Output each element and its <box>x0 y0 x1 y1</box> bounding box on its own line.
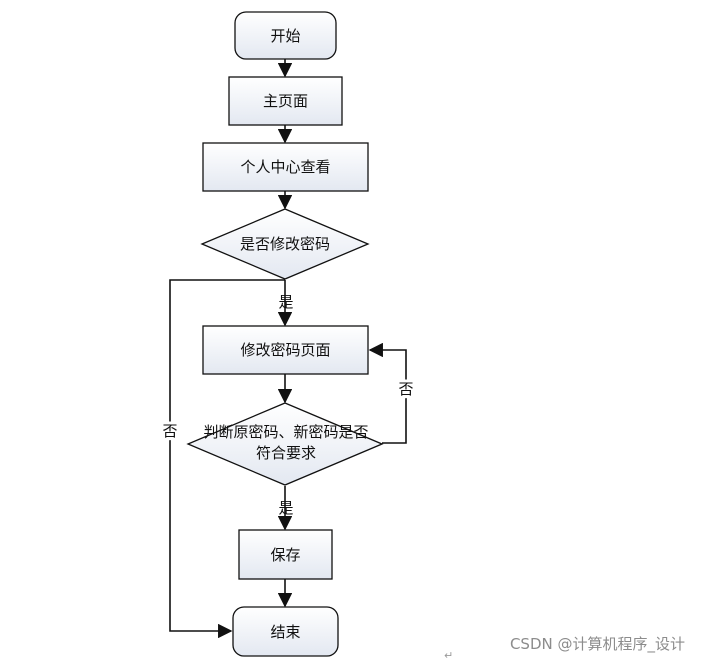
node-save: 保存 <box>238 529 333 580</box>
save-label: 保存 <box>270 546 300 564</box>
save-process-shape <box>238 529 333 580</box>
validate-label-line1: 判断原密码、新密码是否 <box>203 423 368 441</box>
edge-label-yes-2: 是 <box>278 499 293 517</box>
node-change-password-decision: 是否修改密码 <box>200 208 370 280</box>
edge-label-yes-1: 是 <box>278 293 293 311</box>
change-password-page-label: 修改密码页面 <box>240 341 330 359</box>
node-end: 结束 <box>232 606 339 657</box>
edge-no-loop-right <box>368 342 407 444</box>
csdn-watermark: CSDN @计算机程序_设计 <box>509 635 685 653</box>
connectors <box>169 59 407 639</box>
profile-view-label: 个人中心查看 <box>240 158 330 176</box>
validate-decision-shape <box>186 402 384 486</box>
edge-no-left-to-end <box>169 279 285 639</box>
end-label: 结束 <box>270 623 300 641</box>
change-password-page-process-shape <box>202 325 369 375</box>
home-page-process-shape <box>228 76 343 126</box>
node-change-password-page: 修改密码页面 <box>202 325 369 375</box>
profile-view-process-shape <box>202 142 369 192</box>
start-terminal-shape <box>234 11 337 60</box>
edge-labels: 是 否 否 是 <box>159 293 416 517</box>
change-password-decision-shape <box>200 208 370 280</box>
node-home-page: 主页面 <box>228 76 343 126</box>
change-password-question-label: 是否修改密码 <box>240 235 330 253</box>
home-page-label: 主页面 <box>263 92 308 110</box>
edge-label-no-left: 否 <box>162 422 177 440</box>
paragraph-mark: ↵ <box>444 649 454 662</box>
validate-label-line2: 符合要求 <box>256 444 316 462</box>
node-profile-view: 个人中心查看 <box>202 142 369 192</box>
start-label: 开始 <box>270 27 300 45</box>
node-validate-decision: 判断原密码、新密码是否 符合要求 <box>186 402 384 486</box>
node-start: 开始 <box>234 11 337 60</box>
end-terminal-shape <box>232 606 339 657</box>
edge-label-no-right: 否 <box>398 380 413 398</box>
